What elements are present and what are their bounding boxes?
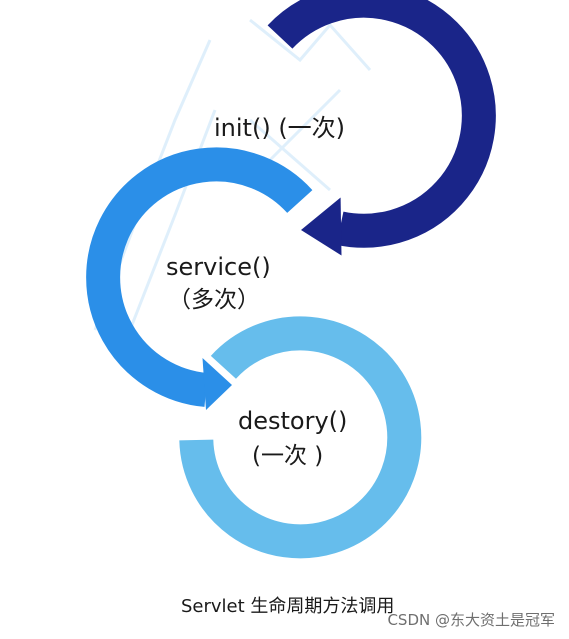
destroy-frequency-label: (一次 ) <box>252 443 324 469</box>
init-arrowhead <box>301 197 342 256</box>
service-arc <box>86 147 313 407</box>
service-arrowhead <box>202 358 232 410</box>
service-label: service() <box>166 253 271 281</box>
init-arc <box>267 0 496 248</box>
destroy-label: destory() <box>238 407 348 435</box>
destroy-arc <box>179 316 422 559</box>
source-watermark: CSDN @东大资土是冠军 <box>387 611 555 629</box>
service-frequency-label: （多次） <box>168 287 260 313</box>
diagram-caption: Servlet 生命周期方法调用 <box>181 596 395 617</box>
init-label: init() (一次) <box>214 114 346 142</box>
